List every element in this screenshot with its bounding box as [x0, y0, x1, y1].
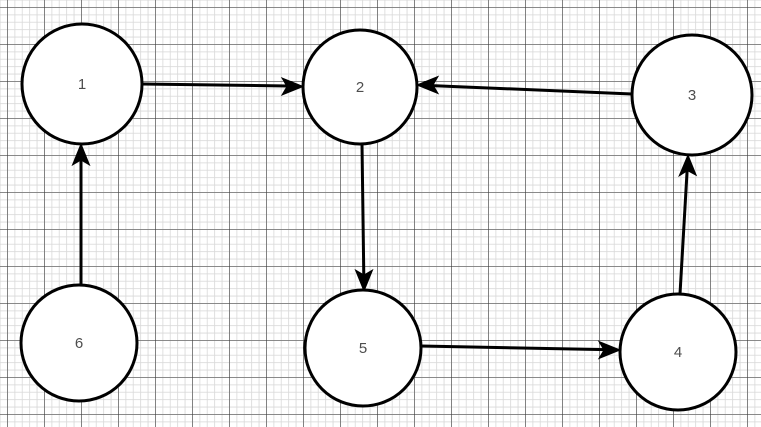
- edge-4-to-3-arrowhead: [678, 153, 698, 178]
- node-2[interactable]: 2: [301, 28, 419, 146]
- node-4-shape: [618, 292, 738, 412]
- edge-3-to-2-arrowhead: [415, 75, 440, 95]
- edge-5-to-4-arrowhead: [597, 340, 622, 360]
- edge-5-to-4-line: [420, 344, 606, 352]
- edge-1-to-2-arrowhead: [280, 76, 305, 97]
- node-3-label: 3: [688, 87, 696, 104]
- node-1[interactable]: 1: [20, 22, 144, 146]
- node-5-shape: [303, 288, 423, 408]
- node-4-label: 4: [674, 344, 682, 361]
- edge-2-to-5[interactable]: [354, 143, 374, 293]
- node-1-shape: [20, 22, 144, 146]
- edge-4-to-3-line: [678, 168, 689, 295]
- node-2-shape: [301, 28, 419, 146]
- node-1-label: 1: [78, 76, 86, 93]
- edge-3-to-2[interactable]: [415, 75, 633, 96]
- node-3-shape: [630, 33, 754, 157]
- node-6-shape: [19, 283, 139, 403]
- edge-3-to-2-line: [431, 84, 633, 96]
- edge-2-to-5-line: [360, 143, 366, 277]
- node-6[interactable]: 6: [19, 283, 139, 403]
- node-5[interactable]: 5: [303, 288, 423, 408]
- edge-4-to-3[interactable]: [678, 153, 698, 295]
- edge-2-to-5-arrowhead: [354, 268, 374, 293]
- node-4[interactable]: 4: [618, 292, 738, 412]
- edge-5-to-4[interactable]: [420, 340, 622, 360]
- edge-6-to-1-arrowhead: [71, 142, 91, 167]
- edge-1-to-2[interactable]: [141, 76, 305, 97]
- node-2-label: 2: [356, 79, 364, 96]
- edge-6-to-1[interactable]: [71, 142, 91, 285]
- node-3[interactable]: 3: [630, 33, 754, 157]
- edge-1-to-2-line: [141, 82, 289, 88]
- node-5-label: 5: [359, 340, 367, 357]
- node-6-label: 6: [75, 335, 83, 352]
